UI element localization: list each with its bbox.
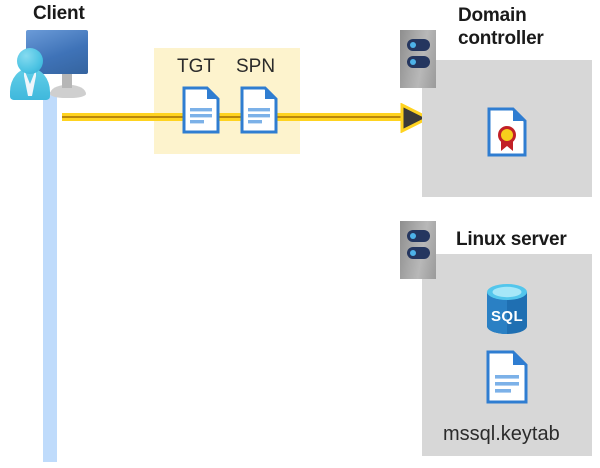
monitor-base-icon bbox=[50, 85, 86, 98]
domain-controller-title: Domain controller bbox=[458, 4, 594, 50]
page-title-client: Client bbox=[33, 3, 85, 24]
arrow-right-icon bbox=[400, 103, 430, 133]
flow-line-segment-right bbox=[294, 113, 409, 121]
person-collar-icon bbox=[24, 69, 36, 96]
keytab-document-icon bbox=[486, 350, 528, 404]
linux-server-rack-icon bbox=[400, 221, 436, 279]
flow-line-segment-left bbox=[62, 113, 294, 121]
tgt-document-icon bbox=[182, 86, 220, 134]
person-head-icon bbox=[17, 48, 43, 74]
monitor-neck-icon bbox=[62, 70, 72, 88]
client-icon bbox=[4, 28, 88, 100]
client-lifeline bbox=[43, 92, 57, 462]
sql-database-icon: SQL bbox=[484, 283, 530, 335]
svg-text:SQL: SQL bbox=[491, 308, 523, 325]
linux-server-title: Linux server bbox=[456, 229, 567, 250]
spn-document-icon bbox=[240, 86, 278, 134]
keytab-caption: mssql.keytab bbox=[443, 423, 560, 445]
domain-controller-title-line2: controller bbox=[458, 28, 544, 49]
domain-controller-title-line1: Domain bbox=[458, 5, 527, 26]
certificate-document-icon bbox=[487, 107, 527, 157]
spn-label: SPN bbox=[236, 56, 276, 77]
domain-controller-server-rack-icon bbox=[400, 30, 436, 88]
ticket-highlight-band bbox=[154, 48, 300, 154]
tgt-label: TGT bbox=[177, 56, 215, 77]
